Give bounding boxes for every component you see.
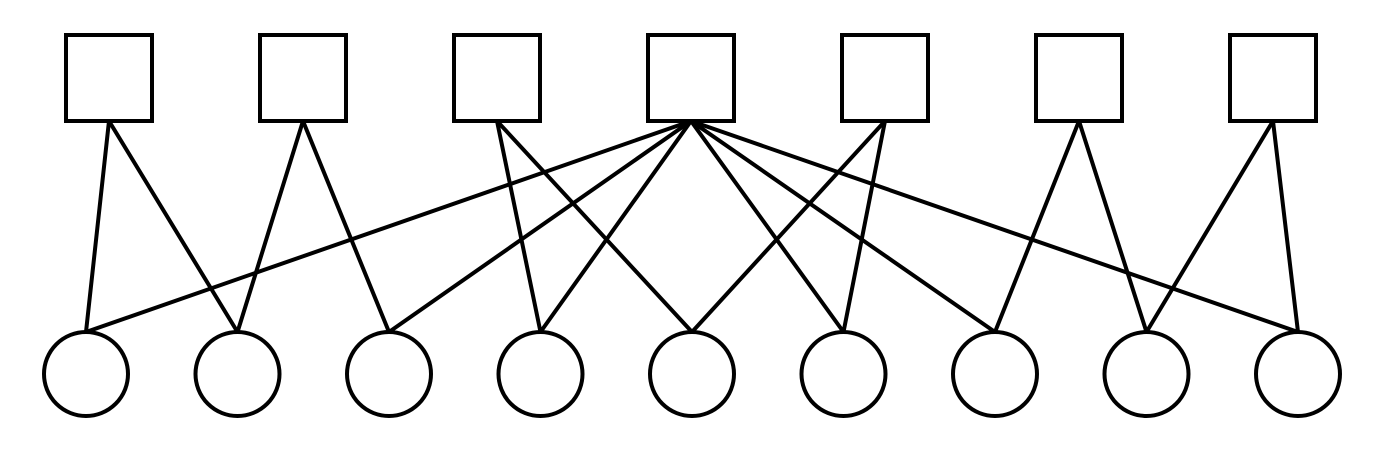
square-node-6: [1034, 33, 1124, 123]
edge-s3-c5: [495, 119, 694, 334]
edge-s7-c9: [1271, 119, 1300, 334]
edge-s4-c7: [689, 119, 997, 334]
edge-s3-c4: [495, 119, 543, 334]
edge-s6-c7: [993, 119, 1081, 334]
edge-s4-c6: [689, 119, 846, 334]
edge-s7-c8: [1144, 119, 1275, 334]
edge-s2-c2: [235, 119, 305, 334]
edge-s1-c1: [84, 119, 111, 334]
edge-s4-c3: [387, 119, 693, 334]
square-node-2: [258, 33, 348, 123]
edge-s4-c1: [84, 119, 693, 334]
circle-node-1: [42, 330, 130, 418]
square-node-3: [452, 33, 542, 123]
edge-s4-c9: [689, 119, 1300, 334]
edges-layer: [84, 119, 1300, 334]
square-node-4: [646, 33, 736, 123]
circle-node-6: [799, 330, 888, 418]
circle-node-4: [496, 330, 585, 418]
edge-s5-c6: [841, 119, 887, 334]
edge-s1-c2: [107, 119, 240, 334]
circle-node-8: [1102, 330, 1191, 418]
edge-s5-c5: [690, 119, 887, 334]
circle-node-5: [648, 330, 736, 418]
edge-s4-c4: [538, 119, 693, 334]
nodes-layer: [42, 33, 1342, 418]
circle-node-9: [1254, 330, 1342, 418]
circle-node-3: [345, 330, 433, 418]
edge-s2-c3: [301, 119, 391, 334]
circle-node-2: [193, 330, 282, 418]
edge-s6-c8: [1077, 119, 1149, 334]
square-node-1: [64, 33, 154, 123]
circle-node-7: [951, 330, 1039, 418]
square-node-5: [840, 33, 930, 123]
square-node-7: [1228, 33, 1318, 123]
